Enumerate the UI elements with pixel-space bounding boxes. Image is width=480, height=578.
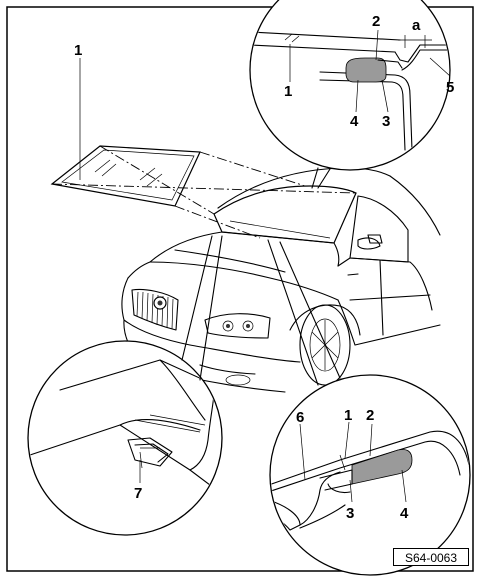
callout-top-4: 4 (350, 113, 359, 130)
callout-br-3: 3 (346, 505, 354, 522)
callout-br-1: 1 (344, 407, 352, 424)
figure-reference-label: S64-0063 (393, 548, 469, 566)
callout-top-1: 1 (284, 83, 292, 100)
callout-br-2: 2 (366, 407, 374, 424)
callout-main-1: 1 (74, 42, 82, 59)
adhesive-bead-top (345, 57, 387, 83)
outer-frame (6, 6, 474, 572)
callout-br-4: 4 (400, 505, 409, 522)
leader-lines (79, 29, 451, 503)
detail-circle-top (249, 0, 451, 189)
callout-bl-7: 7 (134, 485, 142, 502)
installed-windshield (213, 185, 357, 244)
detail-circle-bottom-left (27, 235, 223, 536)
adhesive-bead-bottom (351, 449, 413, 485)
callout-br-6: 6 (296, 409, 304, 426)
detached-windshield (50, 145, 356, 239)
callout-top-5: 5 (446, 79, 454, 96)
callout-top-a: a (412, 17, 421, 34)
callout-top-2: 2 (372, 13, 380, 30)
callout-top-3: 3 (382, 113, 390, 130)
detail-circle-bottom-right (267, 239, 471, 576)
